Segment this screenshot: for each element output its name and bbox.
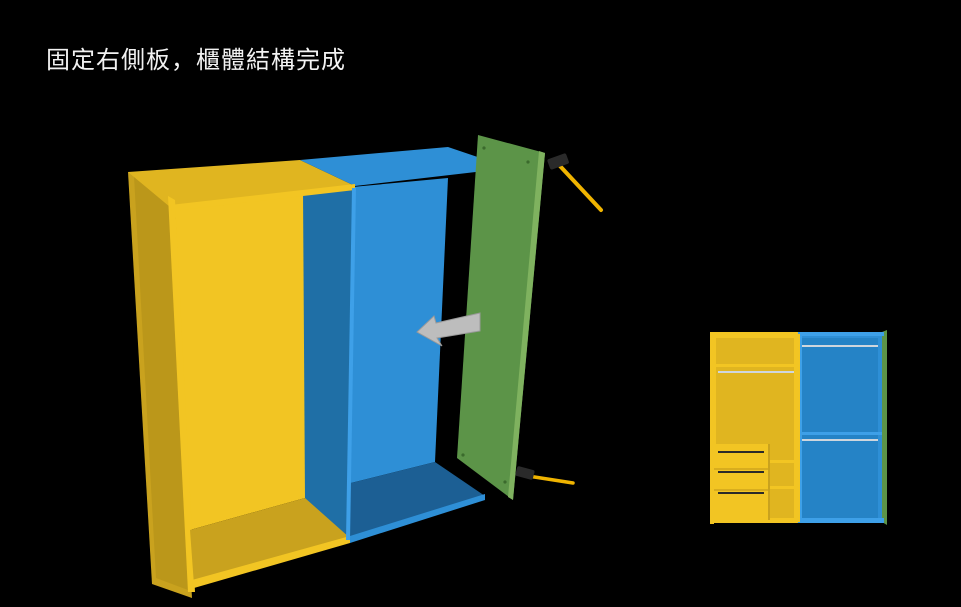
back-panel-right bbox=[347, 178, 448, 484]
drawer-unit bbox=[714, 444, 768, 520]
bottom-panel-right bbox=[347, 462, 485, 540]
arrow-left-icon bbox=[416, 312, 481, 347]
middle-divider bbox=[303, 186, 355, 540]
top-front-edge bbox=[170, 184, 355, 211]
bottom-panel-left bbox=[190, 498, 350, 585]
finished-cabinet-preview bbox=[710, 330, 887, 525]
panel-dowel-hole bbox=[482, 146, 486, 150]
cabinet-assembly bbox=[128, 147, 510, 598]
right-side-panel-edge bbox=[508, 151, 545, 500]
left-front-edge bbox=[168, 196, 195, 592]
panel-dowel-hole bbox=[461, 453, 465, 457]
step-caption: 固定右側板，櫃體結構完成 bbox=[46, 46, 346, 74]
top-panel-right bbox=[300, 147, 510, 186]
divider-front-edge bbox=[346, 188, 356, 540]
right-side-panel bbox=[457, 135, 545, 500]
top-panel-left bbox=[128, 160, 355, 207]
bottom-blue-edge bbox=[350, 494, 485, 543]
panel-dowel-hole bbox=[503, 480, 507, 484]
panel-dowel-hole bbox=[526, 160, 530, 164]
preview-right-side bbox=[882, 330, 887, 525]
hammer-icon bbox=[547, 153, 603, 212]
hammer-icon bbox=[515, 466, 575, 485]
bottom-front-edge bbox=[192, 536, 350, 588]
left-side-panel-face bbox=[134, 176, 188, 590]
back-panel-left bbox=[175, 194, 305, 530]
right-side-panel-face bbox=[457, 135, 545, 500]
